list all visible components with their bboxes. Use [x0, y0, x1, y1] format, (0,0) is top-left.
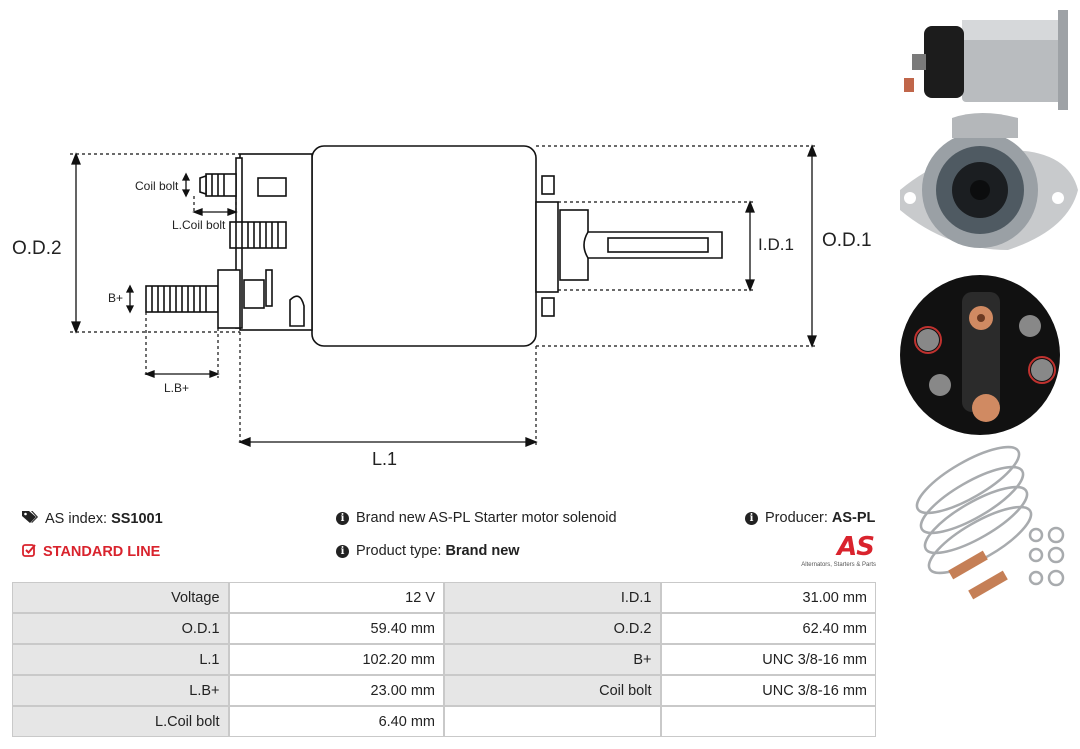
logo-text: AS: [837, 532, 875, 562]
spec-label: L.B+: [12, 675, 229, 706]
table-row: O.D.1 59.40 mm O.D.2 62.40 mm: [12, 613, 876, 644]
as-pl-logo: AS Alternators, Starters & Parts: [790, 532, 880, 572]
spec-value: 59.40 mm: [228, 613, 445, 644]
spec-value: [660, 706, 876, 737]
label-l-b-plus: L.B+: [164, 381, 189, 395]
specifications-table: Voltage 12 V I.D.1 31.00 mm O.D.1 59.40 …: [12, 582, 876, 737]
label-coil-bolt: Coil bolt: [135, 179, 179, 193]
standard-line-text: STANDARD LINE: [43, 544, 161, 560]
spec-value: UNC 3/8-16 mm: [660, 644, 876, 675]
spec-value: 102.20 mm: [228, 644, 445, 675]
label-l-coil-bolt: L.Coil bolt: [172, 218, 226, 232]
spec-label: L.Coil bolt: [12, 706, 229, 737]
spec-label: I.D.1: [444, 582, 661, 613]
solenoid-technical-drawing: Coil bolt L.Coil bolt B+ L.B+ O.D.2 O.D.…: [12, 144, 872, 469]
label-id1: I.D.1: [758, 235, 794, 254]
label-od1: O.D.1: [822, 230, 872, 251]
description-text: Brand new AS-PL Starter motor solenoid: [356, 510, 617, 526]
spec-value: 31.00 mm: [660, 582, 876, 613]
spec-value: 12 V: [228, 582, 445, 613]
spec-value: 23.00 mm: [228, 675, 445, 706]
spec-label: O.D.2: [444, 613, 661, 644]
label-od2: O.D.2: [12, 238, 62, 259]
info-icon: i: [745, 511, 758, 525]
spec-value: UNC 3/8-16 mm: [660, 675, 876, 706]
photo-side-view: [904, 10, 1068, 110]
logo-subtext: Alternators, Starters & Parts: [801, 562, 876, 568]
photo-accessories: [915, 445, 1065, 600]
spec-value: 6.40 mm: [228, 706, 445, 737]
spec-label: O.D.1: [12, 613, 229, 644]
tags-icon: [22, 510, 38, 528]
as-index-value: SS1001: [111, 511, 163, 527]
table-row: L.1 102.20 mm B+ UNC 3/8-16 mm: [12, 644, 876, 675]
table-row: Voltage 12 V I.D.1 31.00 mm: [12, 582, 876, 613]
product-type-value: Brand new: [445, 543, 520, 559]
table-row: L.B+ 23.00 mm Coil bolt UNC 3/8-16 mm: [12, 675, 876, 706]
photo-front-view: [900, 113, 1078, 250]
product-photos: [900, 10, 1078, 600]
standard-line-badge: STANDARD LINE: [22, 543, 160, 561]
producer-value: AS-PL: [831, 510, 876, 526]
product-type: i Product type: Brand new: [336, 543, 520, 559]
as-index-label: AS index:: [45, 511, 108, 527]
check-square-icon: [22, 543, 36, 561]
as-index: AS index: SS1001: [22, 510, 163, 528]
label-l1: L.1: [372, 449, 397, 469]
producer: i Producer: AS-PL: [745, 510, 875, 526]
spec-label: B+: [444, 644, 661, 675]
spec-value: 62.40 mm: [660, 613, 876, 644]
table-row: L.Coil bolt 6.40 mm: [12, 706, 876, 737]
info-icon: i: [336, 511, 349, 525]
product-type-label: Product type:: [356, 543, 442, 559]
label-b-plus: B+: [108, 291, 123, 305]
spec-label: L.1: [12, 644, 229, 675]
description: i Brand new AS-PL Starter motor solenoid: [336, 510, 617, 526]
spec-label: Voltage: [12, 582, 229, 613]
spec-label: Coil bolt: [444, 675, 661, 706]
spec-label: [444, 706, 661, 737]
producer-label: Producer:: [765, 510, 828, 526]
photo-rear-view: [900, 275, 1060, 435]
info-icon: i: [336, 544, 349, 558]
